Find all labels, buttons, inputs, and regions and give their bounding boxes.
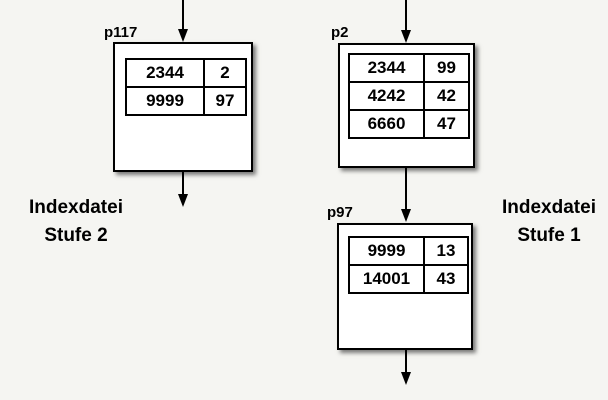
pointer-cell: 13 [423, 236, 469, 266]
key-cell: 2344 [348, 53, 425, 83]
key-cell: 2344 [125, 58, 205, 88]
arrow-line-out-of-p117 [182, 172, 184, 195]
pointer-cell: 97 [203, 86, 247, 116]
pointer-cell: 43 [423, 264, 469, 294]
key-cell: 9999 [348, 236, 425, 266]
table-row: 14001 43 [348, 264, 469, 294]
key-cell: 9999 [125, 86, 205, 116]
index-table-p117: 2344 2 9999 97 [125, 58, 247, 116]
pointer-cell: 42 [423, 81, 470, 111]
caption-indexdatei-stufe-2: Indexdatei Stufe 2 [14, 194, 138, 250]
arrow-line-out-of-p97 [405, 350, 407, 373]
key-cell: 14001 [348, 264, 425, 294]
pointer-cell: 99 [423, 53, 470, 83]
arrow-down-icon [401, 30, 411, 43]
node-label-p117: p117 [104, 24, 138, 41]
pointer-cell: 2 [203, 58, 247, 88]
pointer-cell: 47 [423, 109, 470, 139]
caption-indexdatei-stufe-1: Indexdatei Stufe 1 [487, 194, 608, 250]
table-row: 2344 99 [348, 53, 470, 83]
table-row: 9999 97 [125, 86, 247, 116]
caption-line: Stufe 2 [44, 225, 108, 246]
caption-line: Indexdatei [502, 197, 596, 218]
table-row: 6660 47 [348, 109, 470, 139]
index-table-p2: 2344 99 4242 42 6660 47 [348, 53, 470, 139]
key-cell: 6660 [348, 109, 425, 139]
table-row: 9999 13 [348, 236, 469, 266]
node-label-p2: p2 [331, 24, 349, 41]
arrow-line-p2-to-p97 [405, 168, 407, 210]
node-label-p97: p97 [327, 204, 353, 221]
index-table-p97: 9999 13 14001 43 [348, 236, 469, 294]
table-row: 4242 42 [348, 81, 470, 111]
arrow-down-icon [178, 194, 188, 207]
arrow-line-into-p2 [405, 0, 407, 31]
caption-line: Indexdatei [29, 197, 123, 218]
arrow-down-icon [178, 29, 188, 42]
key-cell: 4242 [348, 81, 425, 111]
arrow-line-into-p117 [182, 0, 184, 30]
arrow-down-icon [401, 209, 411, 222]
caption-line: Stufe 1 [517, 225, 581, 246]
table-row: 2344 2 [125, 58, 247, 88]
arrow-down-icon [401, 372, 411, 385]
